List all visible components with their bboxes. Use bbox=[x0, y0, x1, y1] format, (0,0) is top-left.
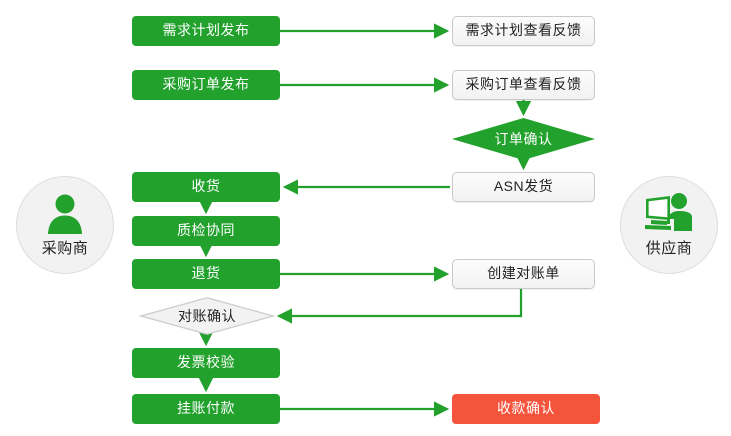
node-label: 收款确认 bbox=[497, 400, 555, 417]
node-label: 创建对账单 bbox=[487, 265, 560, 282]
node-quality-collaboration[interactable]: 质检协同 bbox=[132, 216, 280, 246]
node-label: 采购订单发布 bbox=[162, 76, 250, 93]
diamond-shape-green bbox=[452, 118, 595, 160]
node-label: 采购订单查看反馈 bbox=[465, 76, 582, 93]
node-order-confirm[interactable]: 订单确认 bbox=[452, 118, 595, 160]
node-label: 退货 bbox=[191, 265, 221, 282]
person-icon bbox=[48, 194, 82, 234]
node-demand-plan-publish[interactable]: 需求计划发布 bbox=[132, 16, 280, 46]
node-receipt-confirm[interactable]: 收款确认 bbox=[452, 394, 600, 424]
node-label: 收货 bbox=[191, 178, 221, 195]
role-buyer-label: 采购商 bbox=[41, 240, 89, 257]
node-label: 发票校验 bbox=[177, 354, 235, 371]
node-label: 质检协同 bbox=[177, 222, 235, 239]
node-label: ASN发货 bbox=[493, 178, 554, 195]
node-create-statement[interactable]: 创建对账单 bbox=[452, 259, 595, 289]
node-invoice-verify[interactable]: 发票校验 bbox=[132, 348, 280, 378]
node-asn-ship[interactable]: ASN发货 bbox=[452, 172, 595, 202]
role-buyer[interactable]: 采购商 bbox=[16, 176, 114, 274]
role-supplier[interactable]: 供应商 bbox=[620, 176, 718, 274]
node-statement-confirm[interactable]: 对账确认 bbox=[138, 297, 276, 335]
role-supplier-label: 供应商 bbox=[645, 240, 693, 257]
node-label: 需求计划发布 bbox=[162, 22, 250, 39]
edge-create-statement-to-statement-confirm bbox=[276, 289, 523, 324]
node-po-feedback[interactable]: 采购订单查看反馈 bbox=[452, 70, 595, 100]
node-label: 挂账付款 bbox=[177, 400, 235, 417]
person-at-computer-icon bbox=[645, 193, 692, 231]
diamond-shape-gray bbox=[138, 297, 276, 335]
node-demand-plan-feedback[interactable]: 需求计划查看反馈 bbox=[452, 16, 595, 46]
node-return-goods[interactable]: 退货 bbox=[132, 259, 280, 289]
node-po-publish[interactable]: 采购订单发布 bbox=[132, 70, 280, 100]
node-receive-goods[interactable]: 收货 bbox=[132, 172, 280, 202]
node-label: 需求计划查看反馈 bbox=[465, 22, 582, 39]
node-payable-payment[interactable]: 挂账付款 bbox=[132, 394, 280, 424]
